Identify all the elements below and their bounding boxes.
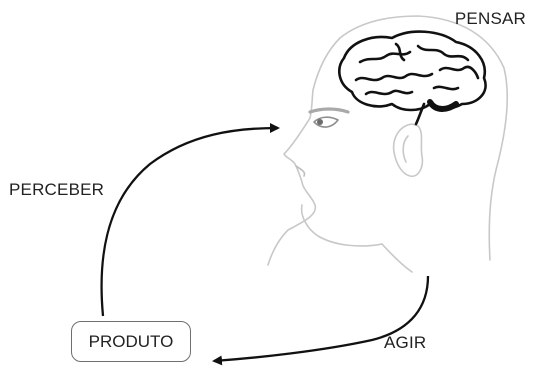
- produto-box: PRODUTO: [71, 321, 191, 362]
- ear-outline: [394, 124, 423, 176]
- brain-fold-4: [418, 46, 468, 60]
- ear-inner: [403, 136, 408, 162]
- perceive-arrow: [102, 128, 278, 316]
- produto-label: PRODUTO: [89, 332, 174, 352]
- agir-label: AGIR: [384, 333, 426, 353]
- brain-stem: [416, 104, 424, 124]
- cerebellum: [430, 102, 456, 109]
- brain-fold-2: [356, 74, 432, 80]
- brain-fold-3: [366, 91, 412, 94]
- brain-outline: [339, 32, 485, 110]
- pensar-label: PENSAR: [455, 9, 526, 29]
- brain-illustration: [339, 32, 485, 124]
- perceber-label: PERCEBER: [9, 180, 104, 200]
- brain-fold-6: [434, 87, 458, 89]
- brain-fold-7: [396, 44, 404, 60]
- eyebrow: [310, 109, 348, 112]
- brain-fold-5: [440, 67, 478, 78]
- neck-line: [382, 244, 412, 272]
- eye-pupil: [317, 119, 323, 125]
- head-outline: [268, 16, 507, 265]
